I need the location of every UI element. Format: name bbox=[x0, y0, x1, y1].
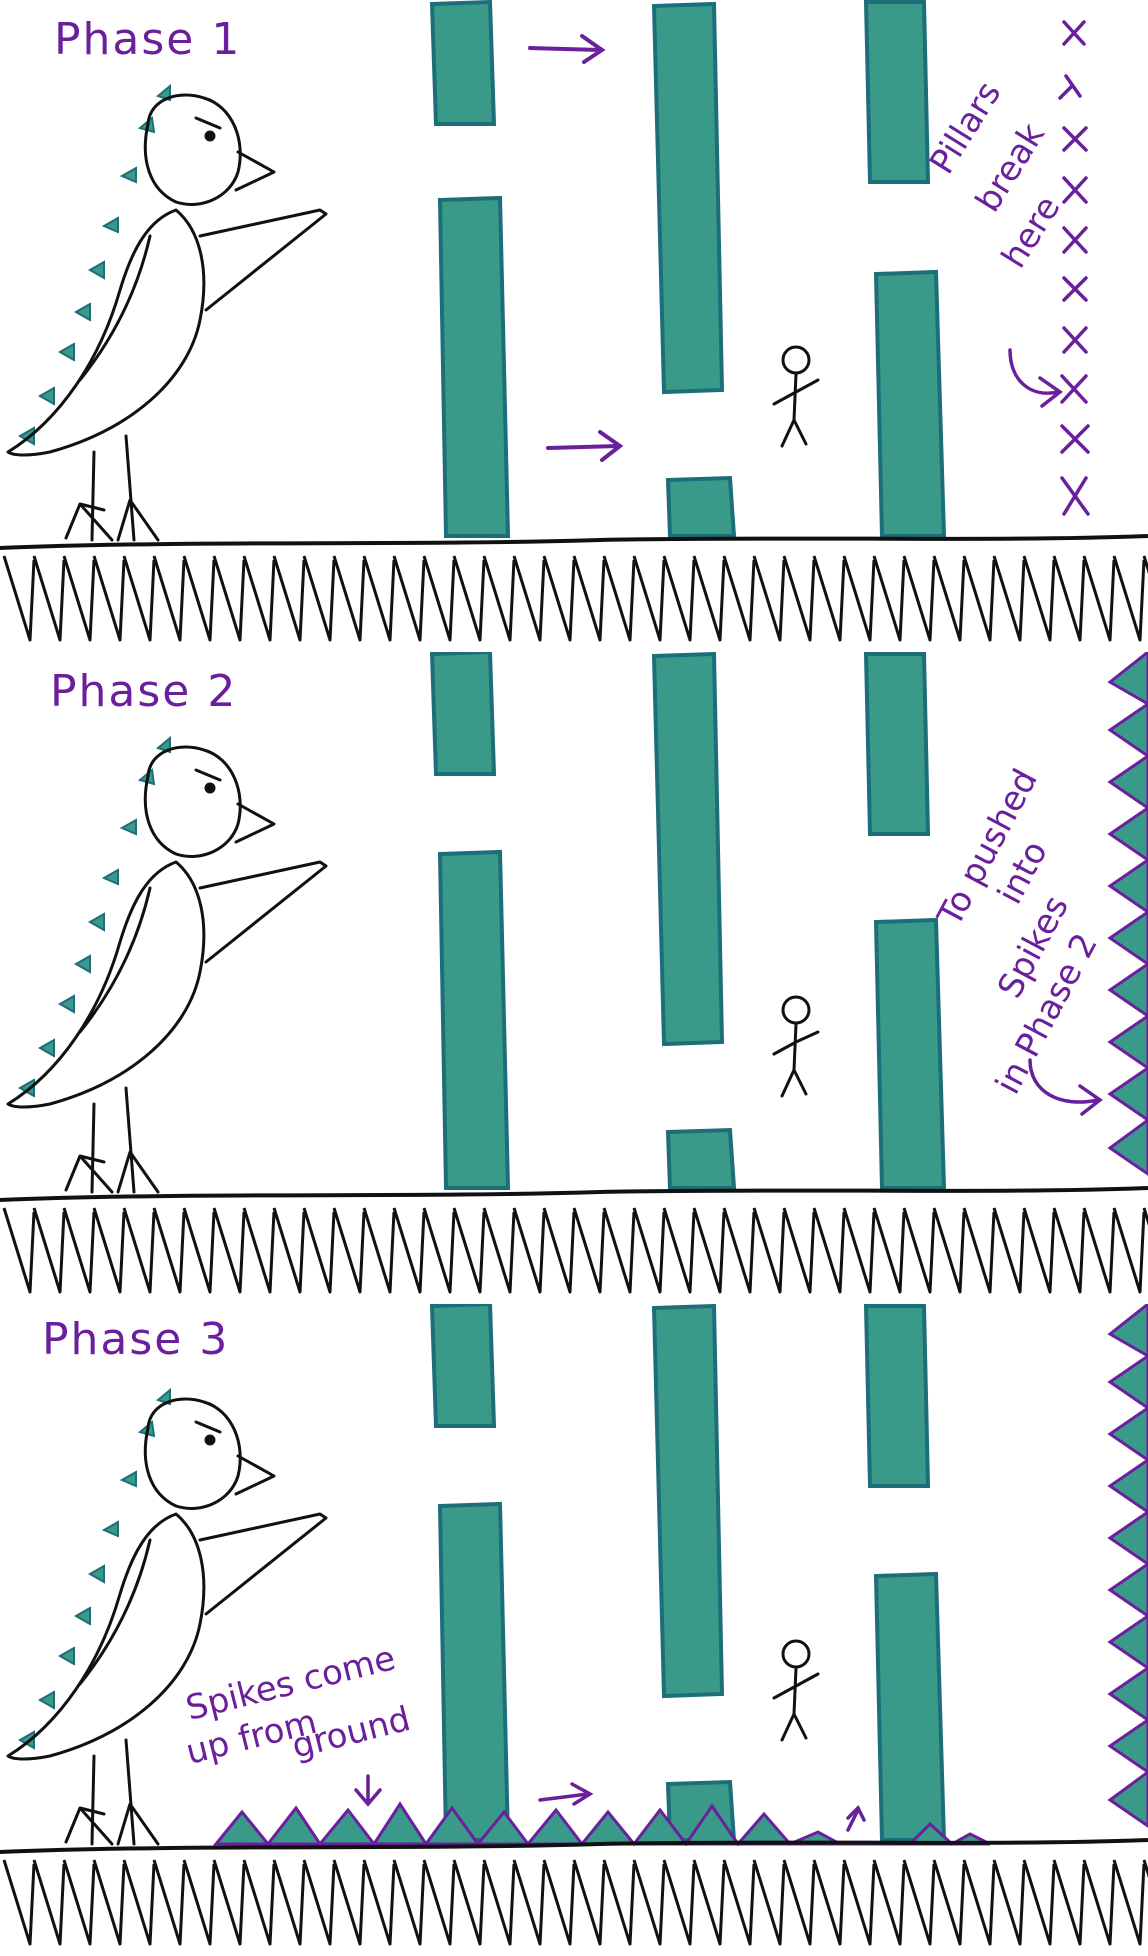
bird-eye bbox=[204, 130, 216, 142]
ground-zigzag bbox=[2, 1859, 1148, 1946]
phase-title: Phase 2 bbox=[50, 666, 238, 717]
phase-3-scene bbox=[0, 1304, 1148, 1946]
player-stick-figure bbox=[772, 995, 820, 1098]
pillar-top-2 bbox=[651, 1304, 725, 1699]
pillar-bottom-1 bbox=[437, 1501, 511, 1842]
pillar-bottom-3 bbox=[873, 917, 947, 1190]
ground-hatching bbox=[2, 555, 1148, 642]
player-stick-figure bbox=[772, 1639, 820, 1742]
bird-brow bbox=[194, 1420, 222, 1434]
bird-body bbox=[6, 208, 206, 457]
phase-3-panel: Phase 3 Spikes come up from ground bbox=[0, 1304, 1148, 1956]
boss-bird bbox=[6, 735, 328, 1194]
pillar-top-2 bbox=[651, 652, 725, 1047]
pillar-bottom-2 bbox=[665, 475, 737, 538]
note-arrow-icon bbox=[1008, 348, 1063, 408]
boss-bird bbox=[6, 83, 328, 542]
bird-spines bbox=[17, 83, 171, 446]
phase-1-panel: Phase 1 Pillars break here bbox=[0, 0, 1148, 652]
phase-title: Phase 3 bbox=[42, 1314, 230, 1365]
bird-eye bbox=[204, 1434, 216, 1446]
pillar-bottom-3 bbox=[873, 269, 947, 538]
arrow-icon bbox=[538, 1782, 594, 1806]
ground-hatching bbox=[2, 1207, 1148, 1294]
bird-head bbox=[143, 745, 242, 858]
note-arrow-icon bbox=[1028, 1058, 1103, 1116]
phase-2-scene bbox=[0, 652, 1148, 1294]
ground-line bbox=[0, 534, 1148, 550]
bird-beak bbox=[234, 150, 276, 192]
pillar-group bbox=[429, 1304, 947, 1842]
ground-line bbox=[0, 1838, 1148, 1854]
bird-wing bbox=[198, 860, 328, 964]
ground-spikes bbox=[212, 1801, 991, 1847]
pillar-top-2 bbox=[651, 1, 725, 395]
pillar-bottom-1 bbox=[437, 195, 511, 538]
pillar-top-3 bbox=[863, 652, 931, 836]
ground-hatching bbox=[2, 1859, 1148, 1946]
pillar-top-1 bbox=[429, 1304, 497, 1428]
bird-legs bbox=[64, 434, 160, 542]
arrow-icon bbox=[528, 34, 606, 64]
push-arrows bbox=[528, 34, 624, 462]
ground-zigzag bbox=[2, 555, 1148, 642]
down-arrow-icon bbox=[354, 1774, 382, 1807]
bird-wing bbox=[198, 1512, 328, 1616]
pillar-bottom-2 bbox=[665, 1127, 737, 1190]
bird-spines bbox=[17, 735, 171, 1098]
bird-head bbox=[143, 1397, 242, 1510]
phase-title: Phase 1 bbox=[54, 14, 242, 65]
bird-body bbox=[6, 860, 206, 1109]
player-stick-figure bbox=[772, 345, 820, 448]
spike-wall bbox=[1107, 652, 1148, 1176]
bird-wing-inner bbox=[78, 234, 152, 382]
bird-body bbox=[6, 1512, 206, 1761]
bird-beak bbox=[234, 1454, 276, 1496]
arrow-icon bbox=[546, 430, 624, 462]
phase-2-panel: Phase 2 To pushed into Spikes in Phase 2 bbox=[0, 652, 1148, 1304]
arrow-icon bbox=[846, 1805, 866, 1832]
boss-bird bbox=[6, 1387, 328, 1846]
bird-brow bbox=[194, 116, 222, 130]
bird-beak bbox=[234, 802, 276, 844]
bird-legs bbox=[64, 1738, 160, 1846]
phase-1-scene bbox=[0, 0, 1148, 642]
bird-wing-inner bbox=[78, 886, 152, 1034]
pillar-group bbox=[429, 652, 947, 1190]
bird-head bbox=[143, 93, 242, 206]
ground-arrows bbox=[354, 1774, 866, 1832]
pillar-group bbox=[429, 0, 947, 538]
pillar-top-3 bbox=[863, 1304, 931, 1488]
pillar-bottom-3 bbox=[873, 1571, 947, 1842]
bird-brow bbox=[194, 768, 222, 782]
bird-eye bbox=[204, 782, 216, 794]
ground-line bbox=[0, 1186, 1148, 1202]
x-marks bbox=[1058, 20, 1090, 516]
bird-legs bbox=[64, 1086, 160, 1194]
pillar-top-1 bbox=[429, 0, 497, 126]
pillar-bottom-1 bbox=[437, 849, 511, 1190]
ground-zigzag bbox=[2, 1207, 1148, 1294]
pillar-top-1 bbox=[429, 652, 497, 776]
bird-wing bbox=[198, 208, 328, 312]
pillar-top-3 bbox=[863, 0, 931, 184]
bird-wing-inner bbox=[78, 1538, 152, 1686]
bird-spines bbox=[17, 1387, 171, 1750]
spike-wall bbox=[1107, 1304, 1148, 1828]
